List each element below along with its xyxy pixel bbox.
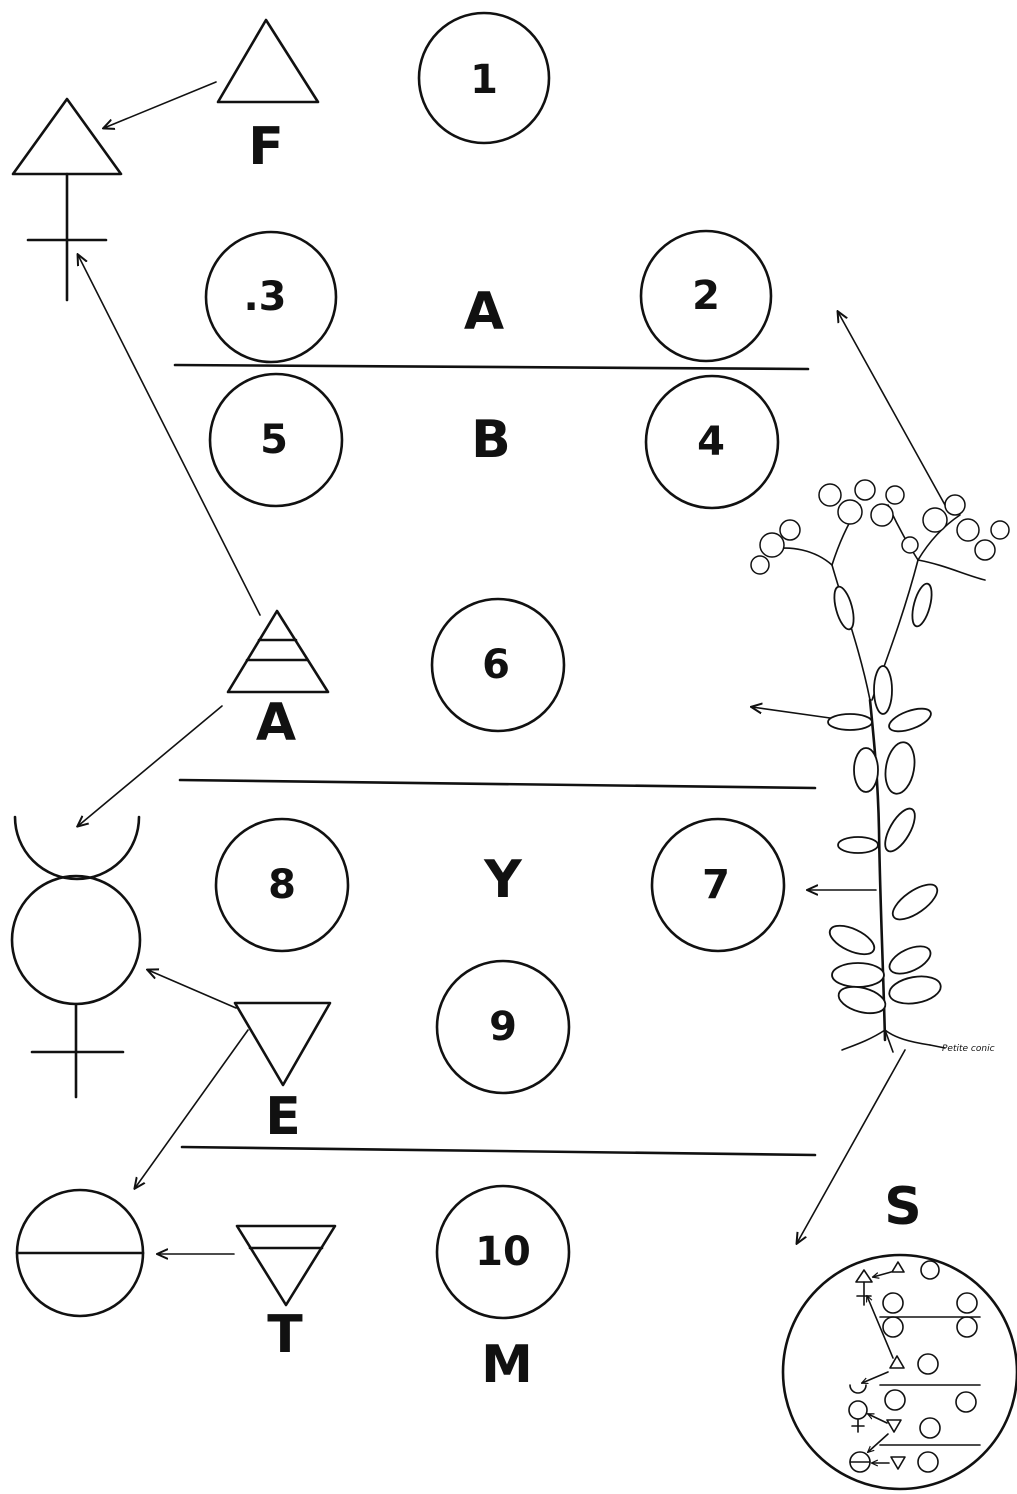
sephira-label: 7 — [702, 862, 730, 908]
sephira-label: 8 — [268, 862, 296, 908]
divider-line-1 — [173, 363, 810, 371]
plant-caption: Petite conic — [942, 1044, 995, 1054]
arrow-air-to-mercury — [78, 705, 223, 826]
arrow-root-to-inset — [797, 1049, 906, 1243]
sephira-2: 2 — [639, 229, 773, 363]
world-letter-b: B — [471, 410, 511, 470]
sephira-label: 6 — [482, 642, 510, 688]
mercury-symbol — [10, 815, 142, 1099]
arrow-water-to-salt — [135, 1029, 249, 1188]
inset-summary-diagram — [781, 1253, 1017, 1491]
sephira-label: 4 — [697, 419, 725, 465]
sephira-3: .3 — [204, 230, 338, 364]
arrow-air-to-sulphur — [78, 255, 261, 616]
world-letter-m: M — [481, 1335, 533, 1395]
element-letter-a: A — [256, 693, 296, 753]
world-letter-y: Y — [483, 850, 523, 910]
arrow-leaves-to-middle — [752, 707, 831, 719]
arrow-water-to-mercury — [148, 970, 237, 1009]
sephira-9: 9 — [435, 959, 571, 1095]
arrow-flowers-to-upper — [838, 312, 946, 506]
sephira-label: 5 — [260, 417, 288, 463]
sephira-label: 9 — [489, 1004, 517, 1050]
arrow-fire-to-sulphur — [104, 81, 217, 128]
air-triangle-symbol — [226, 609, 330, 694]
salt-symbol — [15, 1188, 145, 1318]
element-letter-e: E — [265, 1087, 301, 1147]
sephira-7: 7 — [650, 817, 786, 953]
sephira-1: 1 — [417, 11, 551, 145]
sephira-8: 8 — [214, 817, 350, 953]
sephira-10: 10 — [435, 1184, 571, 1320]
sulphur-symbol — [11, 97, 123, 302]
sephira-label: .3 — [243, 274, 286, 320]
divider-line-2 — [178, 778, 817, 790]
plant-illustration — [750, 479, 1010, 1053]
element-letter-f: F — [248, 117, 284, 177]
sephira-5: 5 — [208, 372, 344, 508]
sephira-label: 2 — [692, 273, 720, 319]
sephira-label: 10 — [475, 1229, 531, 1275]
sephira-6: 6 — [430, 597, 566, 733]
inset-letter-s: S — [884, 1177, 921, 1237]
sephira-4: 4 — [644, 374, 780, 510]
sephira-label: 1 — [470, 57, 498, 103]
world-letter-a: A — [464, 282, 504, 342]
earth-triangle-symbol — [235, 1224, 337, 1307]
water-triangle-symbol — [233, 1001, 332, 1087]
divider-line-3 — [180, 1145, 817, 1157]
flower-cluster — [750, 479, 1010, 575]
element-letter-t: T — [267, 1305, 303, 1365]
fire-triangle-symbol — [216, 18, 320, 104]
